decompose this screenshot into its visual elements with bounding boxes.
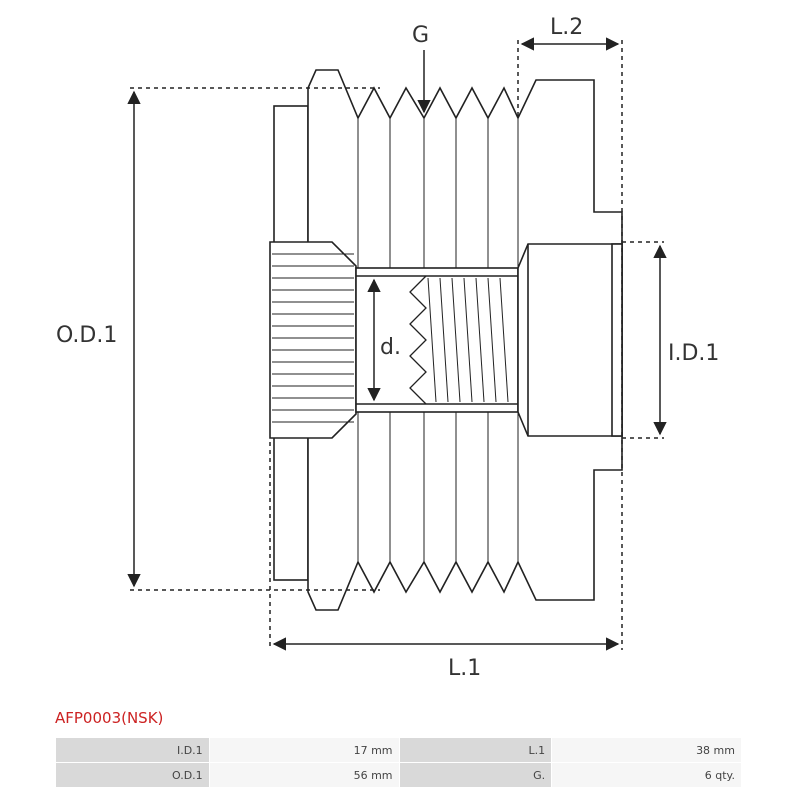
d-label: d. <box>380 335 401 360</box>
groove-lines <box>357 118 519 562</box>
spec-key: L.1 <box>398 737 553 763</box>
id1-label: I.D.1 <box>668 341 719 366</box>
spline-hub <box>269 241 357 439</box>
spec-key: O.D.1 <box>55 762 210 788</box>
extension-lines <box>130 40 664 650</box>
spec-value: 38 mm <box>551 737 742 763</box>
thread-lines <box>427 277 509 403</box>
od1-label: O.D.1 <box>56 323 117 348</box>
right-cap <box>517 243 623 437</box>
table-row: O.D.1 56 mm G. 6 qty. <box>55 762 742 788</box>
spline-lines <box>272 253 354 423</box>
bore <box>355 267 519 413</box>
spec-key: I.D.1 <box>55 737 210 763</box>
table-row: I.D.1 17 mm L.1 38 mm <box>55 737 742 763</box>
spec-value: 6 qty. <box>551 762 742 788</box>
spec-value: 17 mm <box>208 737 400 763</box>
spec-value: 56 mm <box>208 762 400 788</box>
l1-label: L.1 <box>448 656 481 681</box>
spec-key: G. <box>398 762 553 788</box>
spec-table: I.D.1 17 mm L.1 38 mm O.D.1 56 mm G. 6 q… <box>55 737 742 788</box>
g-label: G <box>412 23 429 48</box>
end-cap <box>611 243 623 437</box>
thread-profile <box>409 275 427 405</box>
pulley-diagram: G L.2 O.D.1 I.D.1 d. L.1 <box>56 15 719 681</box>
l2-label: L.2 <box>550 15 583 40</box>
part-title: AFP0003(NSK) <box>55 709 164 727</box>
